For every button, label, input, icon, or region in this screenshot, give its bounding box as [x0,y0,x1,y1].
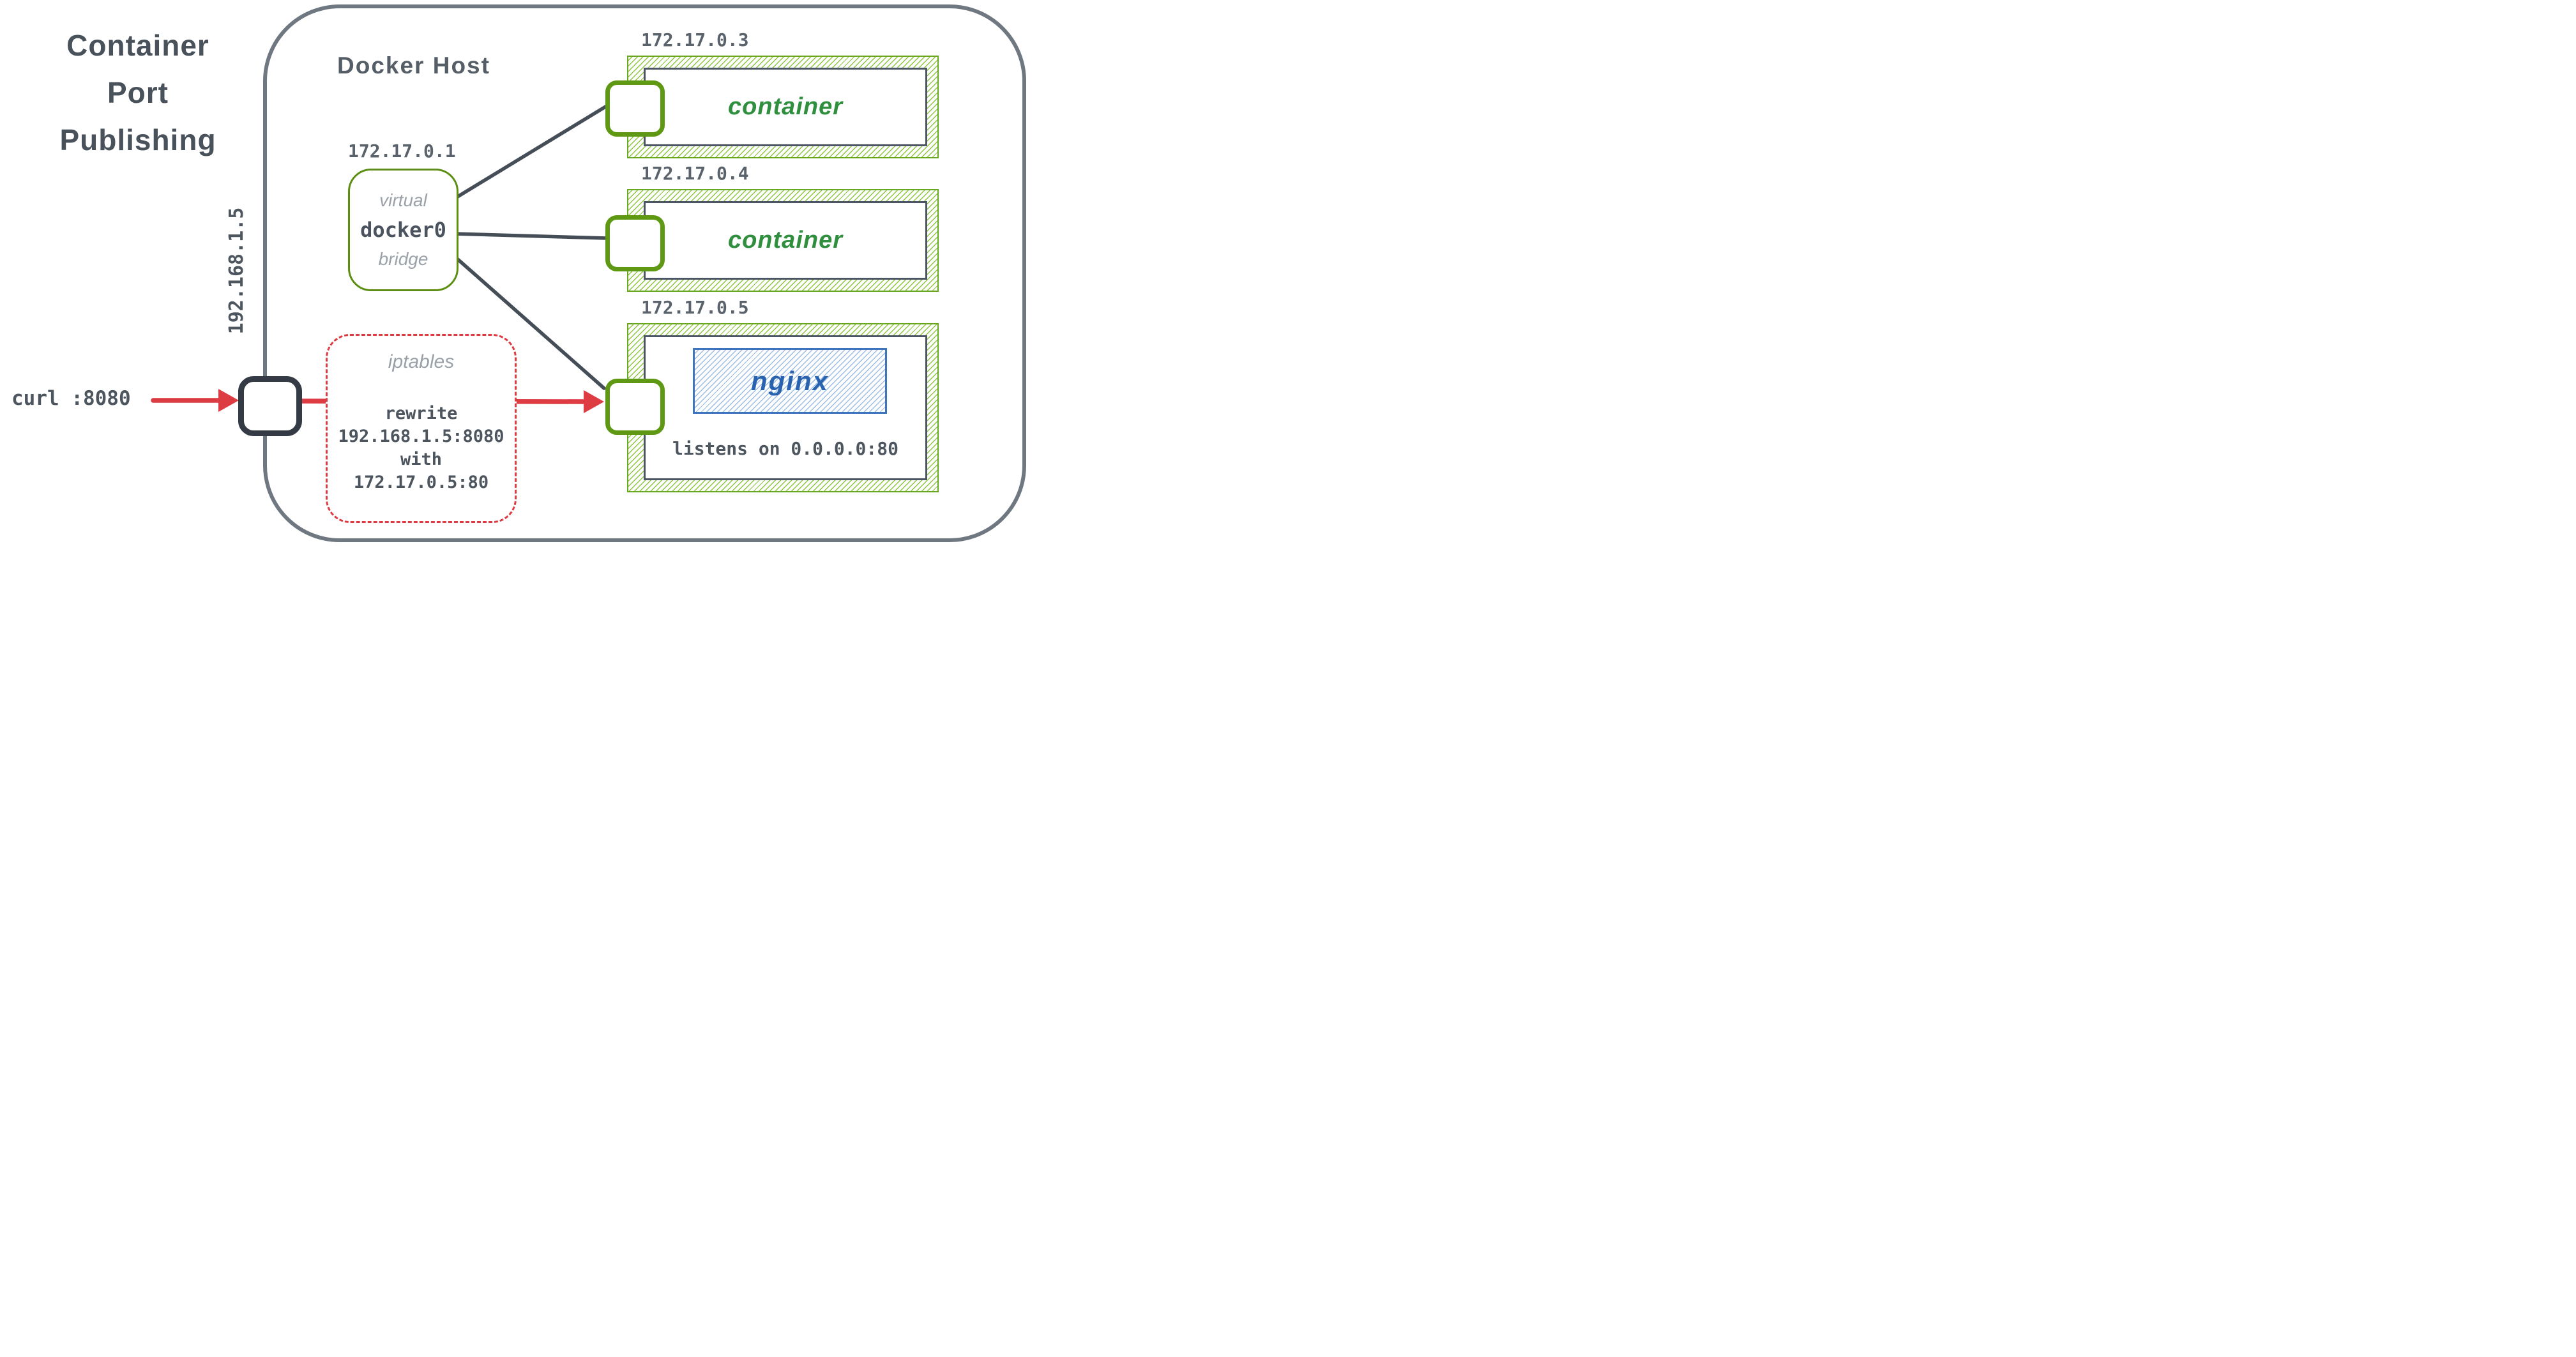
container2-label: container [727,227,844,254]
docker-host-box [263,4,1026,542]
bridge-name: docker0 [360,218,446,242]
iptables-box: iptables rewrite 192.168.1.5:8080 with 1… [326,334,517,523]
docker-host-label: Docker Host [337,52,490,79]
container1-inner: container [644,68,927,146]
container1-port [605,80,665,137]
container1-box: container [627,56,939,158]
iptables-rewrite-rule: rewrite 192.168.1.5:8080 with 172.17.0.5… [328,402,515,494]
container1-ip-label: 172.17.0.3 [641,29,749,50]
iptables-rule-line3: with [400,450,443,469]
iptables-rule-line1: rewrite [384,404,458,423]
bridge-word-virtual: virtual [379,190,427,210]
page-title: Container Port Publishing [19,22,257,163]
container2-port [605,215,665,271]
docker0-bridge-box: virtual docker0 bridge [348,169,458,291]
container3-port [605,379,665,435]
page-title-line3: Publishing [59,123,216,156]
bridge-ip-label: 172.17.0.1 [348,140,456,162]
curl-request-label: curl :8080 [11,387,131,410]
host-published-port [238,376,302,436]
bridge-word-bridge: bridge [378,249,428,269]
container1-label: container [727,93,844,120]
nginx-label: nginx [751,365,829,396]
container2-inner: container [644,201,927,280]
nginx-process-box: nginx [693,348,887,414]
iptables-rule-line4: 172.17.0.5:80 [353,473,489,492]
page-title-line2: Port [107,76,169,109]
diagram-canvas: Container Port Publishing Docker Host 19… [0,0,1031,543]
red-arrowhead-to-container-port [584,390,604,413]
iptables-rule-line2: 192.168.1.5:8080 [338,427,504,446]
container2-box: container [627,189,939,292]
red-arrowhead-to-host-port [218,389,239,412]
iptables-title: iptables [388,351,455,372]
container3-box: nginx listens on 0.0.0.0:80 [627,323,939,492]
nginx-listen-note: listens on 0.0.0.0:80 [672,438,898,459]
wire-bridge-to-container2 [451,232,609,240]
wire-bridge-to-container3 [451,254,606,390]
container2-ip-label: 172.17.0.4 [641,163,749,184]
container3-ip-label: 172.17.0.5 [641,297,749,318]
wire-bridge-to-container1 [451,104,609,201]
page-title-line1: Container [66,29,209,62]
